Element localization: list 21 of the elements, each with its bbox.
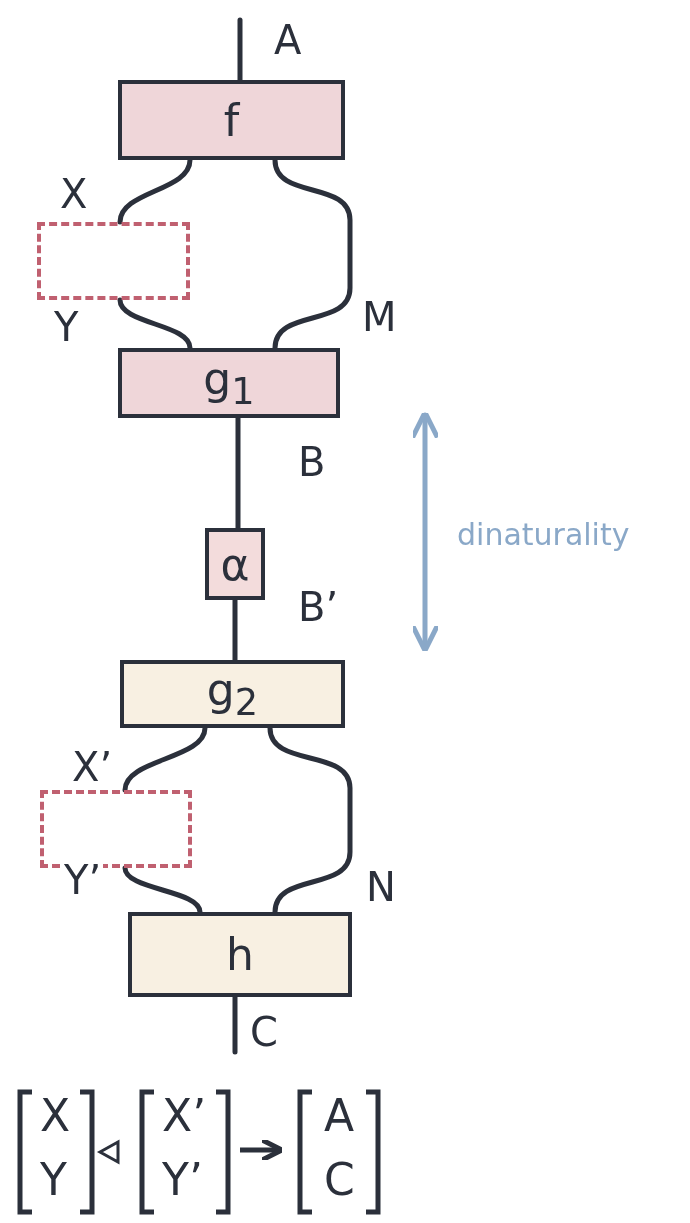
matrix-entry: Y’ (161, 1156, 204, 1204)
matrix-entry: X (39, 1092, 72, 1140)
matrix-entry: X’ (161, 1092, 208, 1140)
dashed-box (37, 222, 190, 300)
box-label: g$_{1}$ (203, 353, 255, 413)
wire (117, 297, 193, 351)
wire (237, 17, 243, 83)
matrix-entry: C (323, 1156, 356, 1204)
wire (122, 865, 203, 915)
morphism-box (120, 660, 345, 728)
matrix-entry: A (323, 1092, 356, 1140)
box-label: g$_{2}$ (206, 664, 259, 724)
box-label: f (223, 94, 240, 146)
box-label: h (226, 929, 254, 980)
box-label: α (220, 538, 250, 590)
annotation-text: dinaturality (456, 518, 631, 552)
matrix-entry: Y (39, 1156, 68, 1204)
morphism-box (118, 348, 340, 418)
morphism-box (118, 80, 345, 160)
morphism-box (205, 528, 265, 600)
morphism-box (128, 912, 352, 997)
